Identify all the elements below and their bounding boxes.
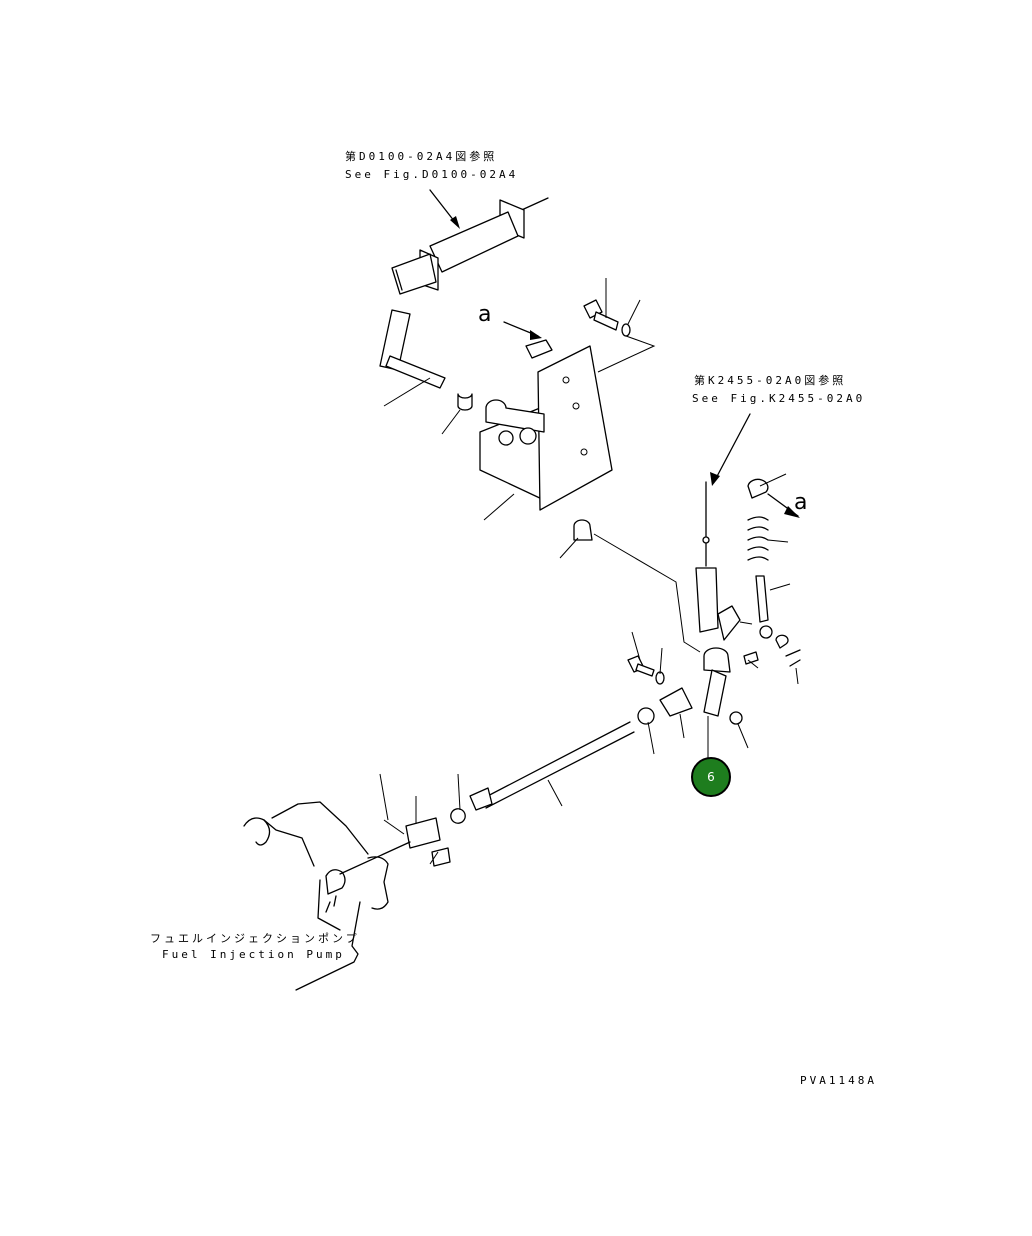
lever-arm	[379, 309, 446, 407]
stopper	[573, 519, 593, 541]
bushing	[457, 393, 473, 411]
upper-shaft-assembly	[391, 197, 549, 295]
part-callout-6[interactable]: 6	[691, 757, 731, 797]
drawing-code: PVA1148A	[800, 1074, 877, 1087]
right-ref-jp: 第K2455-02A0図参照	[694, 374, 847, 387]
long-rod	[450, 721, 635, 824]
view-marker-right: a	[794, 490, 808, 515]
pump-linkage	[379, 773, 451, 867]
bolt-and-washer-middle	[627, 631, 693, 755]
bolt-and-washer-top	[583, 278, 656, 373]
view-marker-left: a	[478, 302, 492, 327]
upper-ref-jp: 第D0100-02A4図参照	[345, 150, 498, 163]
fuel-injection-pump	[243, 801, 411, 991]
main-bracket	[479, 339, 613, 521]
upper-ref-en: See Fig.D0100-02A4	[345, 168, 519, 181]
pump-label-en: Fuel Injection Pump	[162, 948, 345, 961]
callout-number: 6	[707, 770, 715, 784]
linkage-right	[695, 473, 801, 749]
pump-label-jp: フュエルインジェクションポンプ	[150, 932, 360, 945]
right-ref-en: See Fig.K2455-02A0	[692, 392, 866, 405]
